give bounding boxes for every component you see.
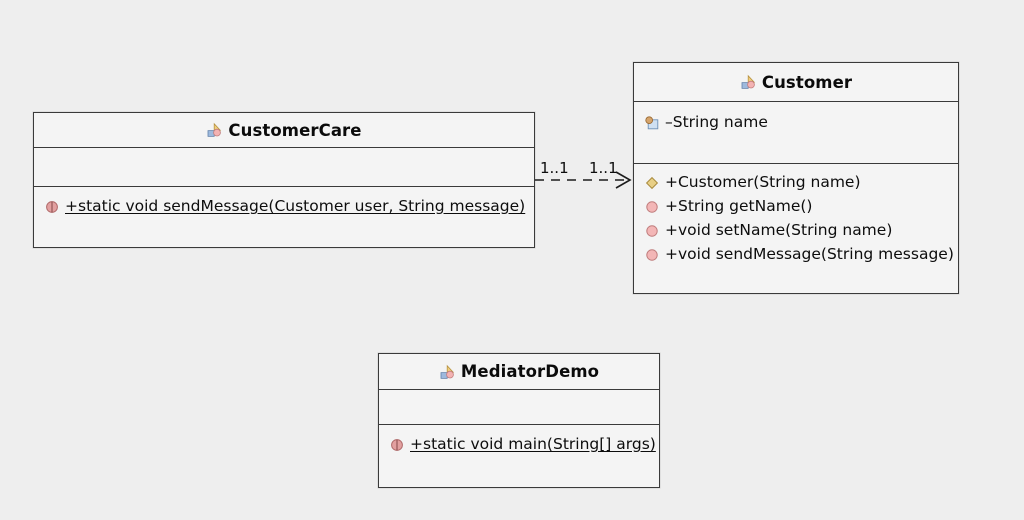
- field-signature: –String name: [665, 113, 768, 132]
- class-name-label: MediatorDemo: [460, 362, 600, 381]
- class-icon: [439, 364, 455, 380]
- method-row[interactable]: +Customer(String name): [644, 171, 948, 195]
- source-multiplicity-label: 1..1: [540, 159, 569, 177]
- fields-section-customercare: [34, 148, 534, 186]
- class-name-label: Customer: [761, 72, 853, 92]
- class-icon: [740, 74, 756, 90]
- uml-class-customer[interactable]: Customer –String name +C: [633, 62, 959, 294]
- static-method-icon: [44, 199, 60, 215]
- methods-section-customercare: +static void sendMessage(Customer user, …: [34, 186, 534, 247]
- method-row[interactable]: +void setName(String name): [644, 219, 948, 243]
- fields-section-customer: –String name: [634, 102, 958, 163]
- method-row[interactable]: +static void main(String[] args): [389, 433, 656, 457]
- method-signature: +Customer(String name): [665, 173, 861, 192]
- class-title-customercare: CustomerCare: [34, 113, 534, 148]
- method-row[interactable]: +String getName(): [644, 195, 948, 219]
- target-multiplicity-label: 1..1: [589, 159, 618, 177]
- class-title-customer: Customer: [634, 63, 958, 102]
- public-method-icon: [644, 247, 660, 263]
- arrowhead-open-icon: [615, 171, 632, 189]
- method-row[interactable]: +static void sendMessage(Customer user, …: [44, 195, 526, 219]
- uml-class-mediatordemo[interactable]: MediatorDemo +static void main(String[] …: [378, 353, 660, 488]
- class-icon: [206, 122, 222, 138]
- field-row[interactable]: –String name: [644, 111, 948, 135]
- method-signature: +void sendMessage(String message): [665, 245, 954, 264]
- private-field-icon: [644, 115, 660, 131]
- public-method-icon: [644, 223, 660, 239]
- method-row[interactable]: +void sendMessage(String message): [644, 243, 954, 267]
- method-signature: +void setName(String name): [665, 221, 893, 240]
- fields-section-mediatordemo: [379, 390, 659, 424]
- public-method-icon: [644, 199, 660, 215]
- static-method-icon: [389, 437, 405, 453]
- methods-section-mediatordemo: +static void main(String[] args): [379, 424, 659, 487]
- uml-class-customercare[interactable]: CustomerCare +static void sendMessage(Cu…: [33, 112, 535, 248]
- method-signature: +static void main(String[] args): [410, 435, 656, 454]
- methods-section-customer: +Customer(String name) +String getName()…: [634, 163, 958, 293]
- constructor-icon: [644, 175, 660, 191]
- method-signature: +static void sendMessage(Customer user, …: [65, 197, 526, 216]
- class-title-mediatordemo: MediatorDemo: [379, 354, 659, 390]
- class-name-label: CustomerCare: [228, 120, 362, 140]
- method-signature: +String getName(): [665, 197, 813, 216]
